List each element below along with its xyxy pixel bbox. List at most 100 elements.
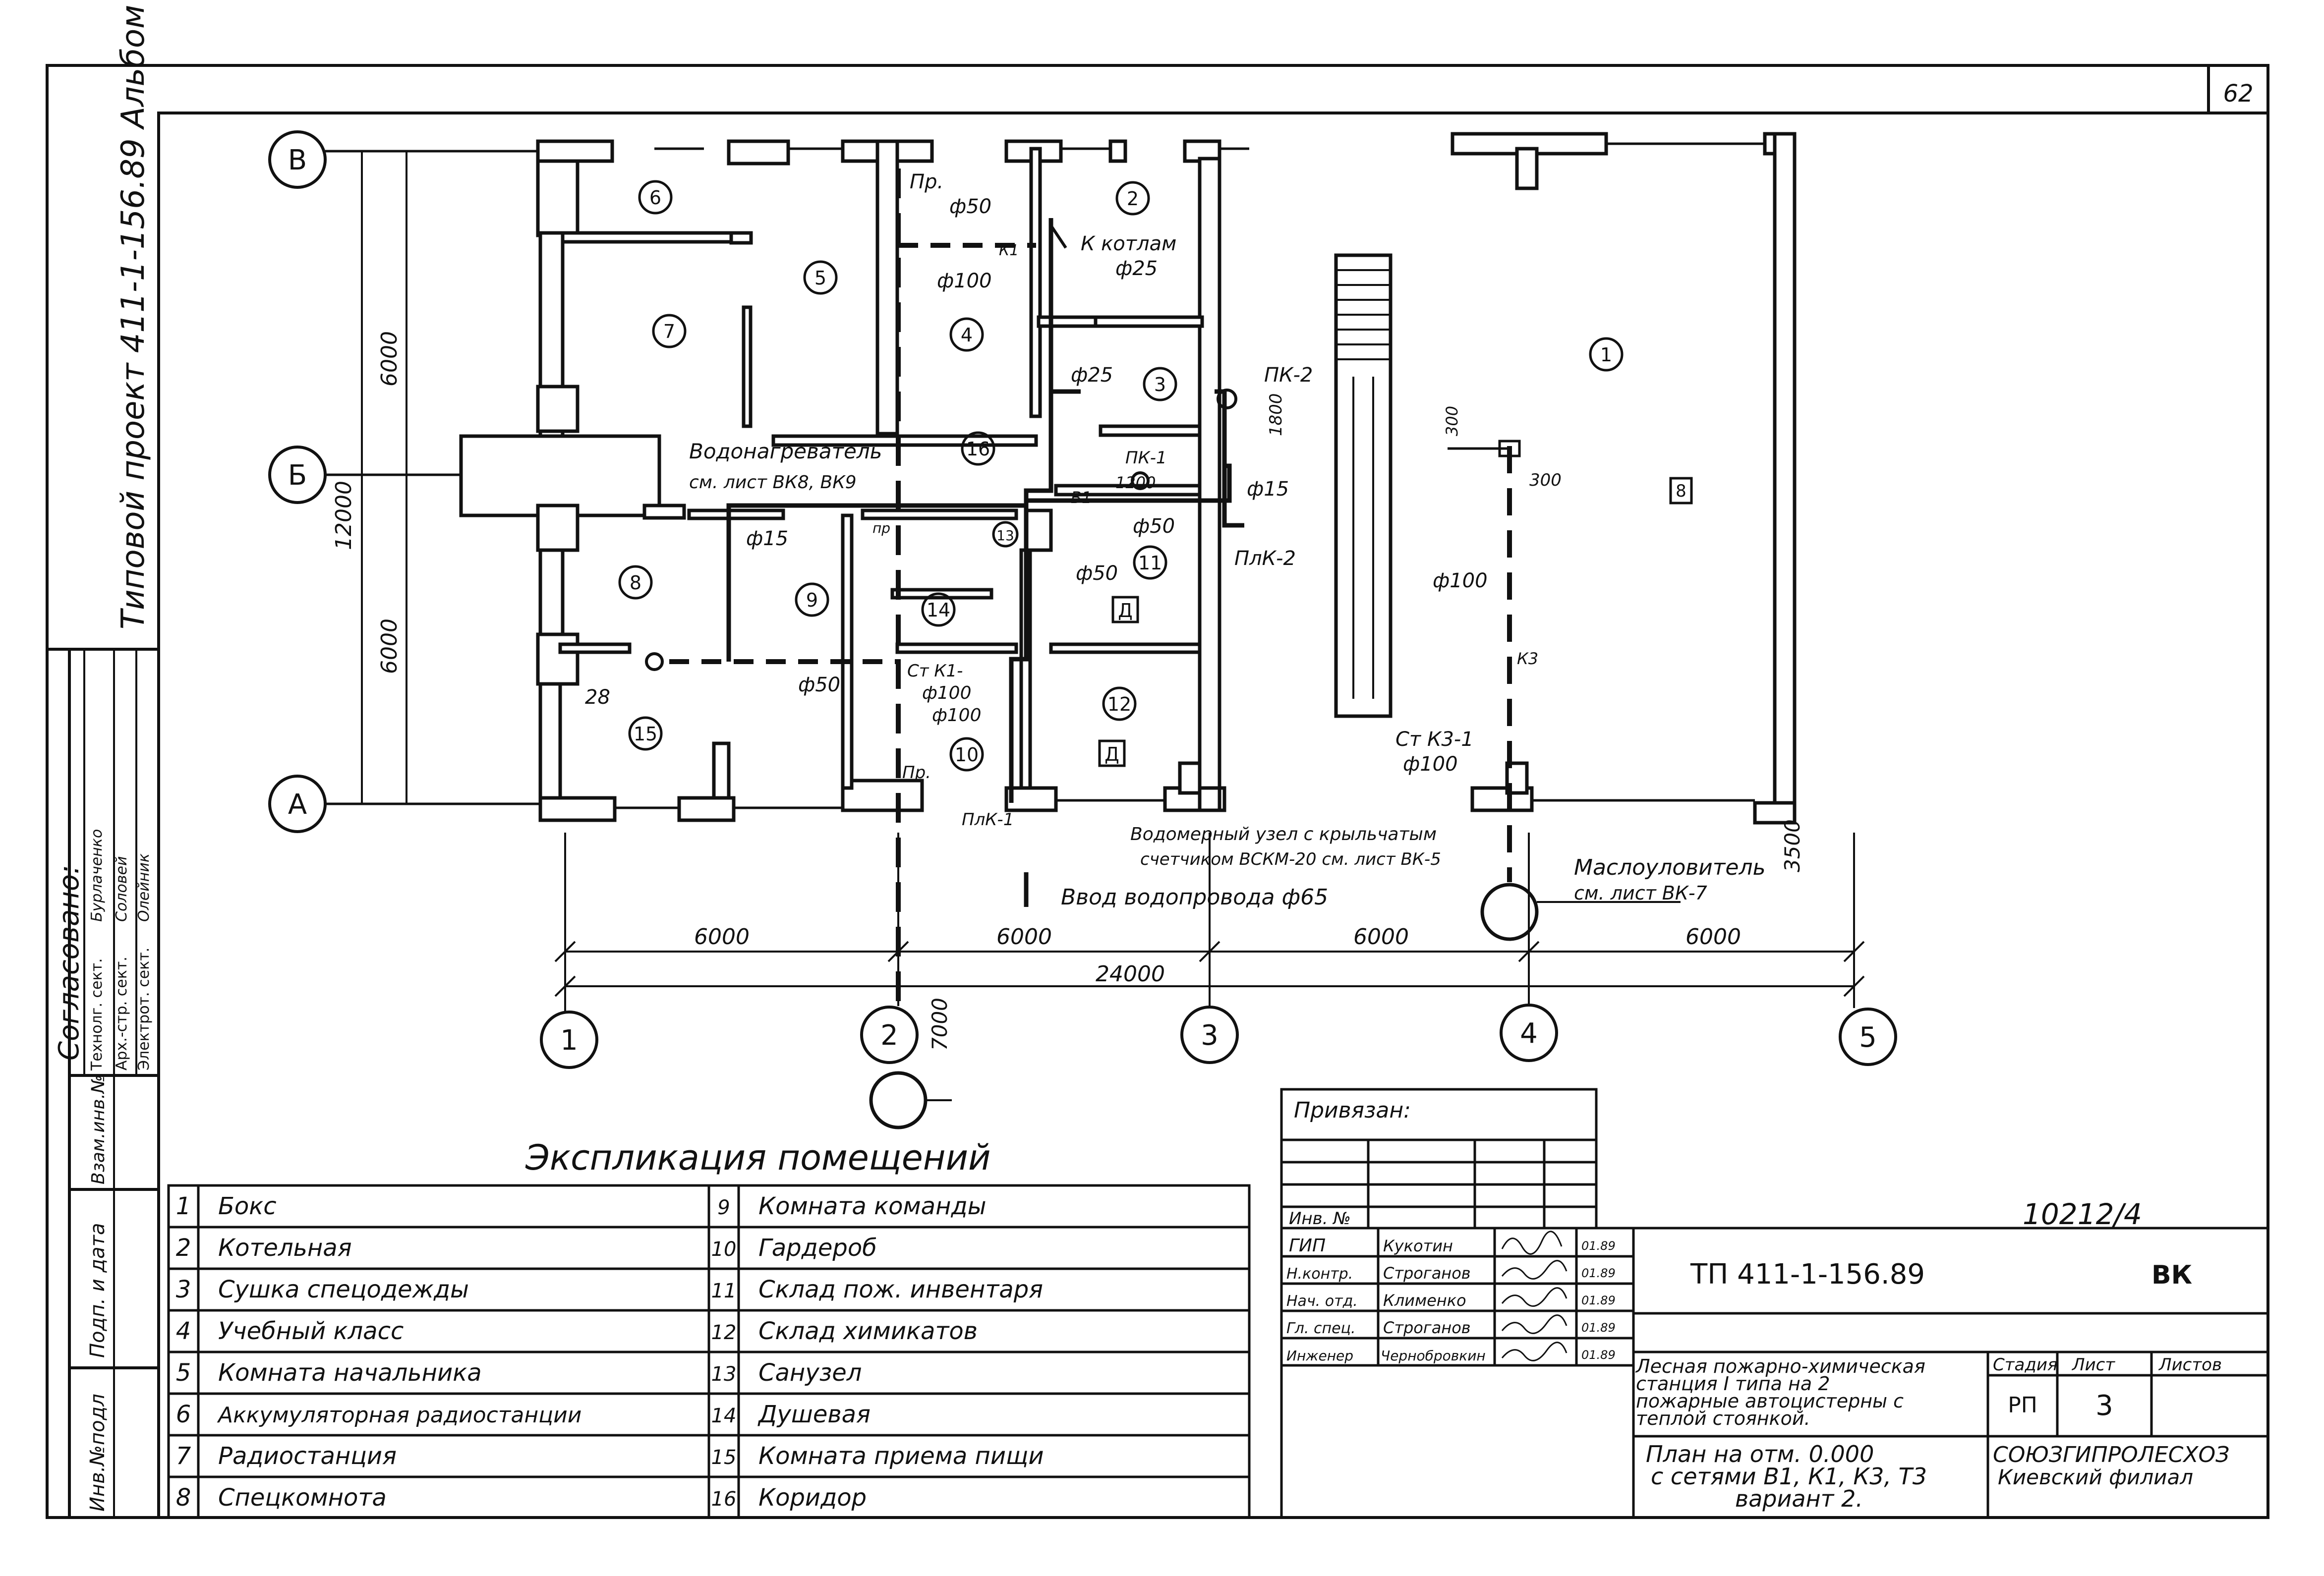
- room-number: 11: [1138, 552, 1162, 574]
- approval-role: Технолг. сект.: [88, 958, 106, 1071]
- label-1200: 1200: [1115, 473, 1156, 492]
- room-number: 12: [1107, 693, 1131, 715]
- label-plk1: ПлК-1: [962, 810, 1014, 830]
- label-f100: ф100: [937, 270, 992, 292]
- signer-role: Инженер: [1286, 1348, 1353, 1364]
- label-k3: К3: [1517, 649, 1538, 668]
- inv-number: 10212/4: [2023, 1197, 2142, 1231]
- privyazan-inv: Инв. №: [1289, 1209, 1351, 1229]
- desc-line: станция I типа на 2: [1636, 1373, 1830, 1395]
- label-f100: ф100: [1403, 753, 1458, 776]
- label-pr: Пр.: [902, 763, 931, 783]
- sheet-title-line: с сетями В1, К1, К3, Т3: [1651, 1463, 1927, 1490]
- label-f100: ф100: [932, 705, 982, 726]
- label-pk2: ПК-2: [1264, 364, 1313, 387]
- label-f100: ф100: [922, 683, 972, 703]
- room-number: 15: [634, 723, 657, 745]
- pipe-b1-branch: [1026, 463, 1232, 503]
- label-st-k3: Ст К3-1: [1395, 728, 1474, 751]
- room-number: 8: [630, 572, 641, 594]
- expl-name: Аккумуляторная радиостанции: [217, 1403, 581, 1428]
- col-axis-circles: [540, 1004, 1897, 1069]
- label-k-kotlam: К котлам: [1081, 232, 1176, 255]
- dim-300-h: 300: [1529, 470, 1562, 490]
- approval-role: Электрот. сект.: [135, 948, 153, 1070]
- label-maslouloviteli: Маслоуловитель: [1574, 855, 1766, 880]
- dim-col-4: 6000: [1685, 924, 1741, 950]
- room-number: 5: [814, 267, 826, 289]
- privyazan-block: [1280, 1088, 1598, 1230]
- row-dimension-chain: [361, 150, 416, 805]
- room-number: 4: [961, 324, 973, 346]
- signer-role: Н.контр.: [1286, 1265, 1353, 1283]
- expl-name: Спецкомнота: [218, 1484, 387, 1512]
- title-block-grid: [1280, 1227, 2269, 1519]
- label-f15: ф15: [746, 527, 788, 550]
- boxed-mark: Д: [1104, 743, 1119, 765]
- org-line: Киевский филиал: [1998, 1465, 2193, 1489]
- sheet-title-line: вариант 2.: [1735, 1485, 1863, 1512]
- desc-line: теплой стоянкой.: [1636, 1407, 1810, 1429]
- stage-label: Стадия: [1993, 1355, 2057, 1375]
- label-vodomer-ref: счетчиком ВСКМ-20 см. лист ВК-5: [1140, 849, 1441, 869]
- label-f15: ф15: [1247, 478, 1289, 501]
- row-axis-label: А: [288, 788, 307, 821]
- room-number: 14: [927, 599, 950, 621]
- stamp-inv-podl: Инв.№подл: [86, 1394, 109, 1512]
- signatures: [1501, 1231, 1568, 1361]
- page-number-box: [2207, 64, 2269, 114]
- sheet-title-line: План на отм. 0.000: [1646, 1441, 1874, 1467]
- expl-num: 4: [176, 1317, 191, 1345]
- desc-line: Лесная пожарно-химическая: [1635, 1355, 1925, 1377]
- dim-row-top: 6000: [377, 331, 402, 387]
- expl-num: 10: [711, 1238, 737, 1261]
- desc-line: пожарные автоцистерны с: [1636, 1390, 1904, 1412]
- expl-name: Склад пож. инвентаря: [758, 1276, 1043, 1303]
- room-number: 10: [955, 744, 979, 766]
- expl-name: Склад химикатов: [758, 1317, 978, 1345]
- pipe-b1: [726, 218, 1053, 662]
- project-side-title: Типовой проект 411-1-156.89 Альбом 1: [115, 0, 152, 629]
- expl-name: Душевая: [757, 1401, 871, 1428]
- title-code: ТП 411-1-156.89: [1690, 1258, 1925, 1291]
- signer-name: Чернобровкин: [1381, 1348, 1486, 1364]
- expl-name: Сушка спецодежды: [218, 1276, 469, 1303]
- label-f100: ф100: [1433, 569, 1488, 592]
- sheet-value: 3: [2095, 1390, 2113, 1422]
- signer-date: 01.89: [1581, 1321, 1616, 1335]
- expl-name: Бокс: [218, 1192, 277, 1220]
- project-description: Лесная пожарно-химическая станция I типа…: [1635, 1355, 1925, 1429]
- signer-date: 01.89: [1581, 1294, 1616, 1307]
- dim-7000: 7000: [928, 998, 952, 1051]
- signer-date: 01.89: [1581, 1266, 1616, 1280]
- dim-col-3: 6000: [1353, 924, 1409, 950]
- k3-riser-box: [1498, 440, 1521, 457]
- label-f50: ф50: [1133, 515, 1175, 538]
- oil-separator-well: [1480, 883, 1539, 941]
- expl-num: 12: [711, 1321, 737, 1344]
- signer-name: Кукотин: [1383, 1237, 1453, 1255]
- expl-num: 13: [711, 1363, 737, 1386]
- room-number: 13: [996, 527, 1014, 544]
- pipe-b1-kotly: [1049, 225, 1067, 249]
- col-axis-label: 3: [1201, 1019, 1219, 1052]
- label-f25: ф25: [1071, 364, 1113, 387]
- signer-role: Нач. отд.: [1286, 1293, 1358, 1310]
- room-numbers: 1 2 3 4 5 6 7 8 9 10 11 12 13 14 15 16: [630, 187, 1612, 766]
- dim-300-v: 300: [1443, 406, 1461, 436]
- sheet-title: План на отм. 0.000 с сетями В1, К1, К3, …: [1646, 1441, 1927, 1512]
- boxed-mark-frame: [1669, 477, 1693, 505]
- explication-title: Экспликация помещений: [525, 1137, 991, 1178]
- room-number: 6: [649, 187, 661, 209]
- label-vvod: Ввод водопровода ф65: [1061, 885, 1328, 910]
- stamp-vzam: Взам.инв.№: [88, 1074, 109, 1184]
- expl-num: 14: [711, 1405, 737, 1427]
- label-st-k1: Ст К1-: [907, 661, 963, 681]
- expl-name: Комната начальника: [218, 1359, 482, 1387]
- expl-num: 11: [711, 1280, 737, 1302]
- label-vodonagrevatel: Водонагреватель: [689, 439, 882, 463]
- sewer-well: [869, 1071, 928, 1129]
- boxed-mark-frame: [1111, 596, 1139, 623]
